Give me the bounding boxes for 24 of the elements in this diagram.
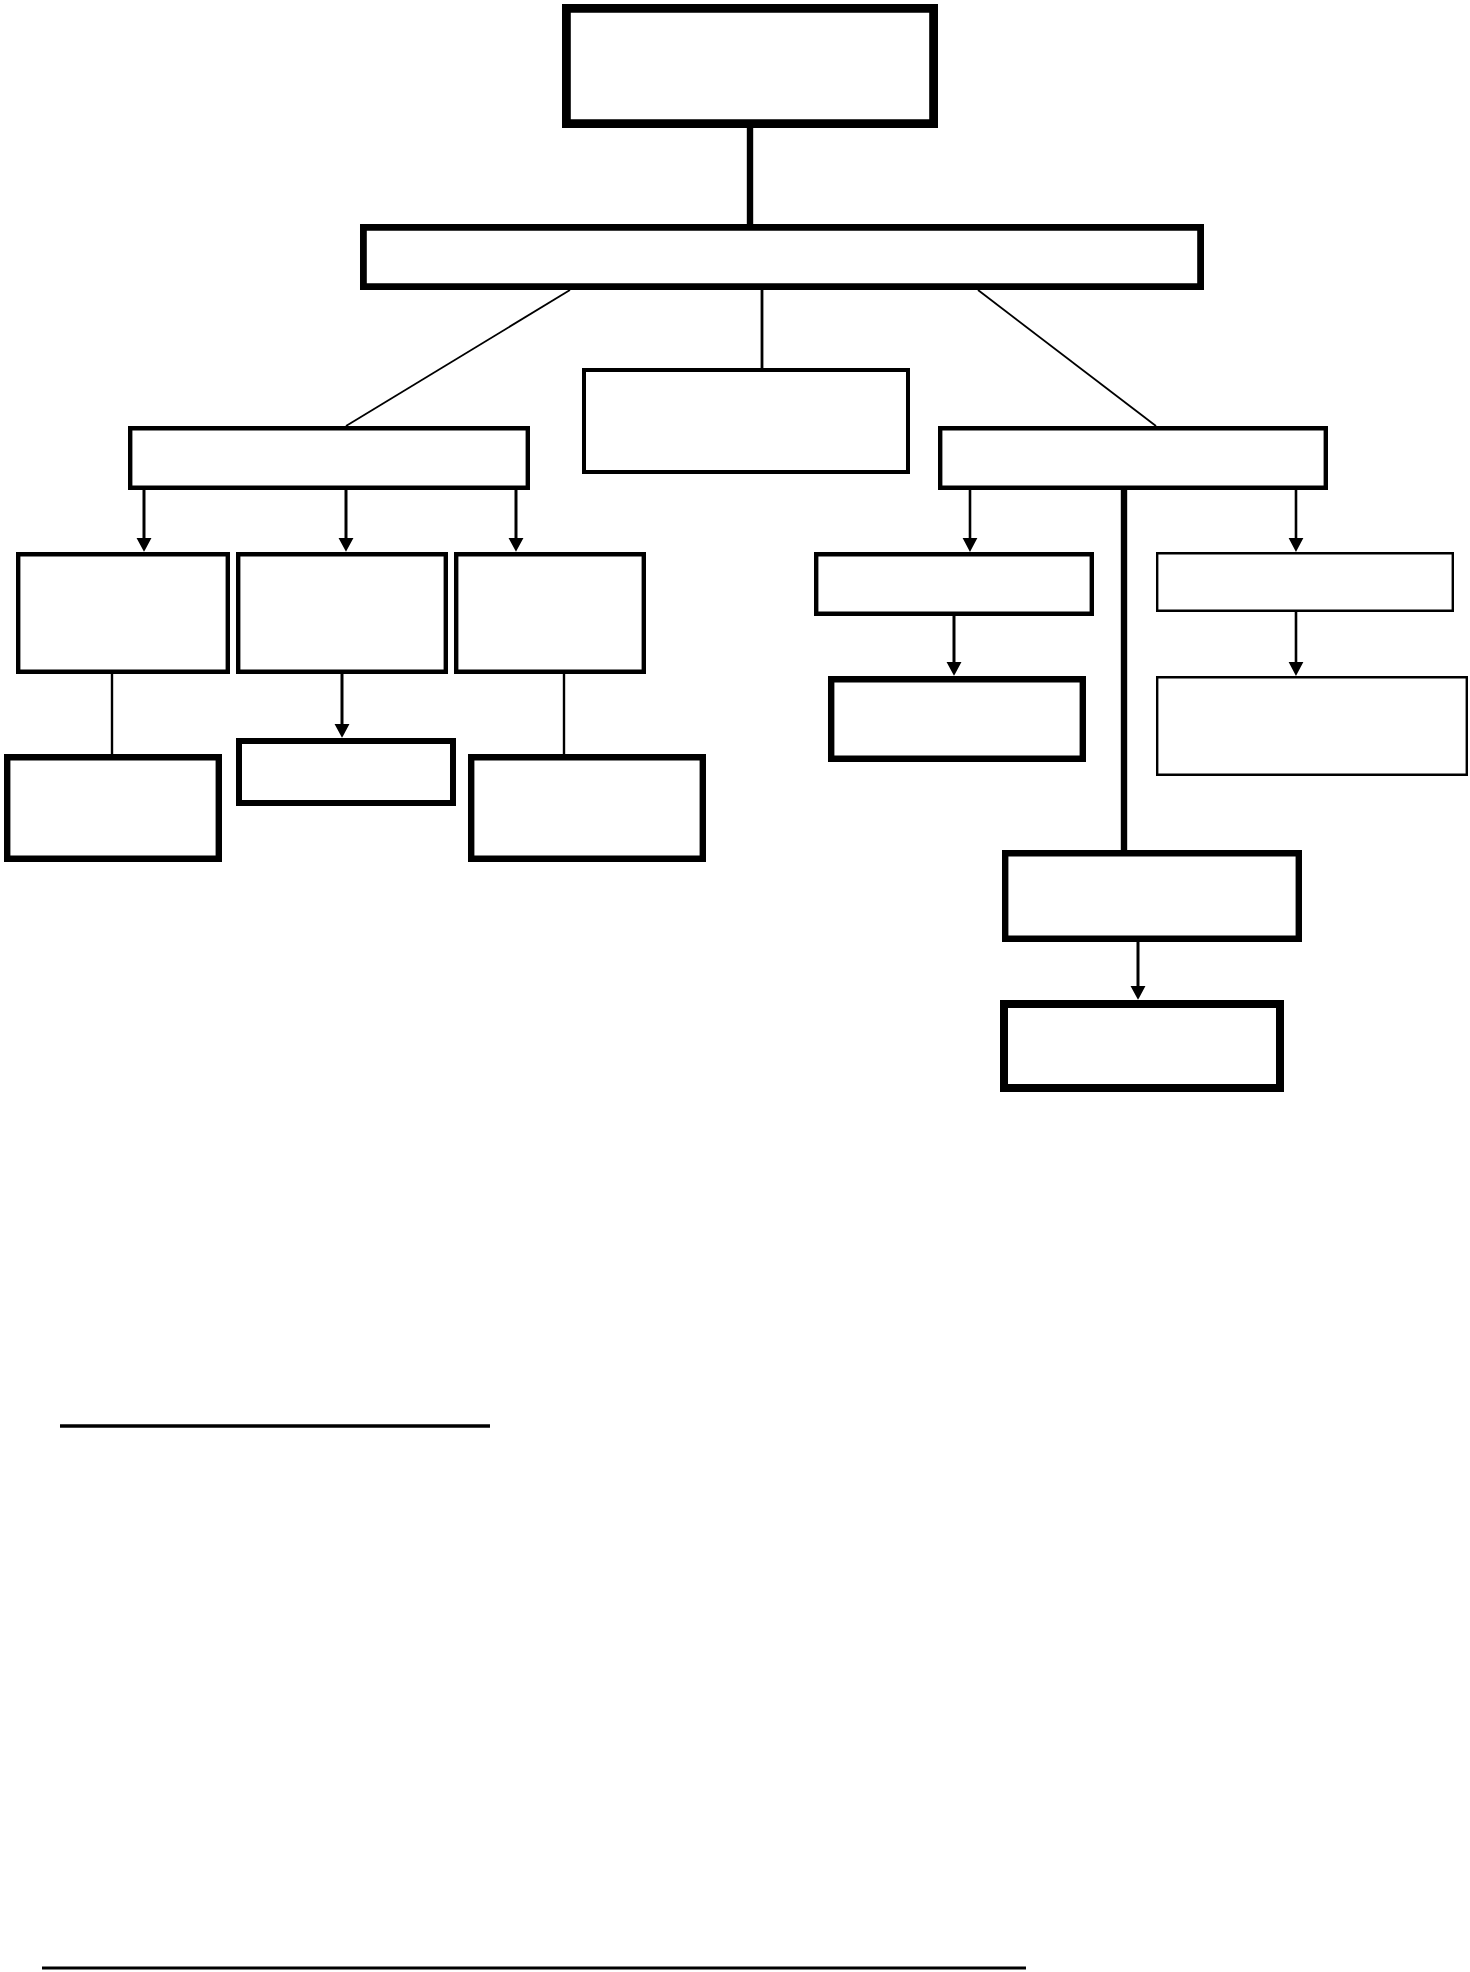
empty-box xyxy=(468,754,706,863)
empty-box xyxy=(360,224,1204,290)
empty-box xyxy=(454,552,646,675)
connector-line xyxy=(746,128,754,224)
connector-line xyxy=(345,289,571,427)
empty-box xyxy=(1156,552,1454,613)
connector-line xyxy=(110,674,114,754)
connector-line xyxy=(1120,490,1128,850)
connector-line xyxy=(562,674,566,754)
empty-box xyxy=(1002,850,1302,943)
empty-box xyxy=(128,426,530,490)
empty-box xyxy=(828,676,1086,763)
empty-box xyxy=(562,4,938,128)
empty-box xyxy=(938,426,1328,490)
empty-box xyxy=(582,368,910,474)
empty-box xyxy=(4,754,222,863)
connector-line xyxy=(760,290,764,368)
connector-line xyxy=(977,289,1157,427)
empty-box xyxy=(236,738,456,806)
empty-box xyxy=(1156,676,1468,777)
empty-box xyxy=(16,552,230,675)
empty-box xyxy=(236,552,448,675)
empty-box xyxy=(814,552,1094,617)
empty-box xyxy=(1000,1000,1284,1092)
